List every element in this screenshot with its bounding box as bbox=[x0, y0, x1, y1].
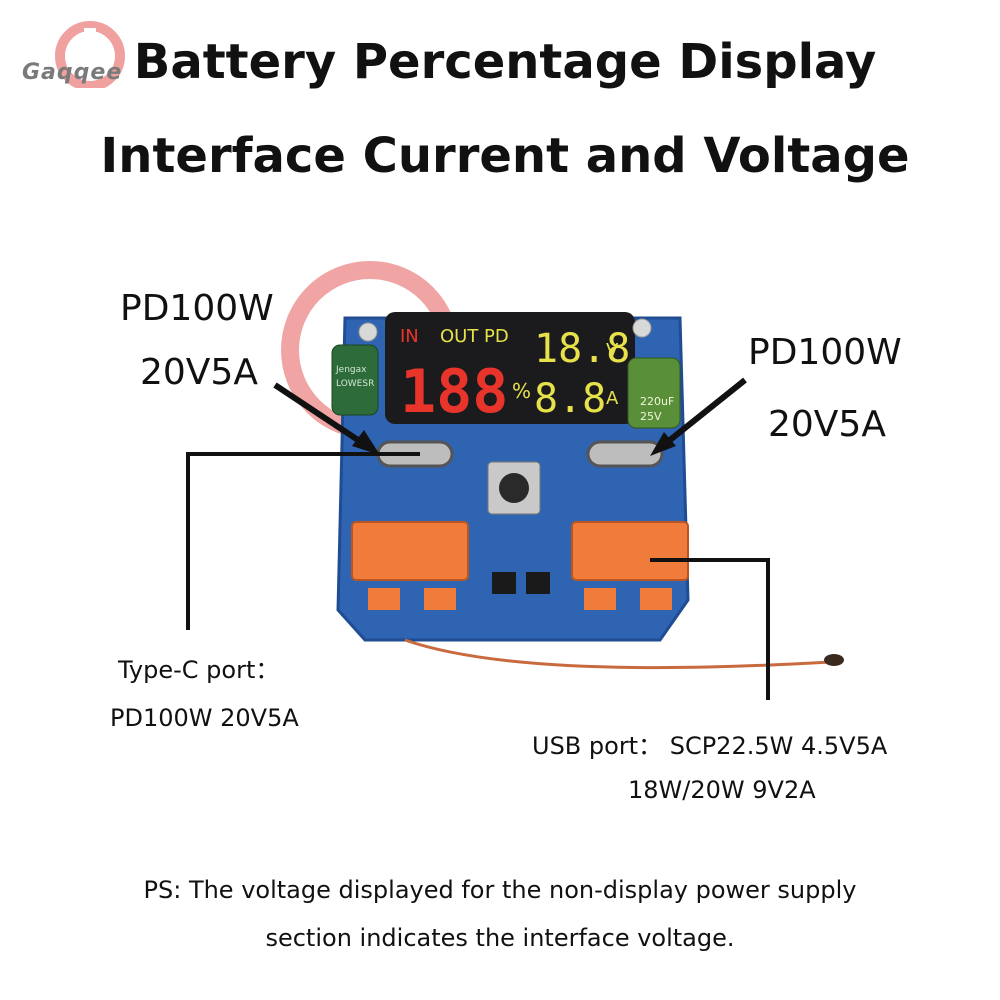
display-pd-label: PD bbox=[484, 326, 509, 347]
capacitor-left-icon bbox=[331, 344, 379, 416]
thermistor-probe-icon bbox=[824, 654, 844, 666]
footnote-line-2: section indicates the interface voltage. bbox=[265, 924, 735, 952]
display-voltage-digits: 18.8 bbox=[534, 326, 630, 372]
type-c-leader-line bbox=[186, 452, 420, 630]
capacitor-left-label-1: Jengax bbox=[335, 365, 367, 375]
chip-icon bbox=[526, 572, 550, 594]
mount-hole-icon bbox=[632, 318, 652, 338]
display-current-unit: A bbox=[606, 388, 619, 409]
display-voltage-unit: V bbox=[606, 340, 619, 361]
usb-note-line-2: 18W/20W 9V2A bbox=[628, 776, 816, 804]
push-button-cap-icon bbox=[499, 473, 529, 503]
usb-note-line-1: USB port： SCP22.5W 4.5V5A bbox=[532, 732, 888, 760]
usb-tab-icon bbox=[584, 588, 616, 610]
display-percent-digits: 188 bbox=[400, 357, 508, 427]
brand-logo-icon bbox=[55, 21, 125, 88]
chip-icon bbox=[492, 572, 516, 594]
left-callout-spec: 20V5A bbox=[140, 352, 258, 393]
brand-logo-text: Gaqqee bbox=[22, 60, 123, 85]
thermistor-wire bbox=[404, 638, 831, 670]
display-current-digits: 8.8 bbox=[534, 376, 606, 422]
capacitor-right-label-2: 25V bbox=[640, 410, 662, 423]
left-callout-arrow bbox=[273, 382, 372, 451]
right-callout-arrow bbox=[658, 377, 747, 451]
type-c-port-right-icon bbox=[586, 440, 664, 468]
capacitor-right-icon bbox=[627, 357, 681, 429]
capacitor-left-label-2: LOWESR bbox=[336, 379, 374, 389]
usb-leader-line bbox=[650, 558, 770, 700]
usb-tab-icon bbox=[640, 588, 672, 610]
usb-a-port-right-icon bbox=[571, 521, 689, 581]
display-in-label: IN bbox=[400, 326, 419, 347]
left-callout-power: PD100W bbox=[120, 288, 274, 329]
capacitor-right-label-1: 220uF bbox=[640, 395, 674, 408]
usb-a-port-left-icon bbox=[351, 521, 469, 581]
footnote-line-1: PS: The voltage displayed for the non-di… bbox=[143, 876, 857, 904]
right-callout-spec: 20V5A bbox=[768, 404, 886, 445]
right-callout-power: PD100W bbox=[748, 332, 902, 373]
typec-note-spec: PD100W 20V5A bbox=[110, 704, 299, 732]
usb-tab-icon bbox=[424, 588, 456, 610]
title-line-2: Interface Current and Voltage bbox=[100, 128, 910, 184]
mount-hole-icon bbox=[358, 322, 378, 342]
right-arrow-head-icon bbox=[650, 432, 676, 456]
title-line-1: Battery Percentage Display bbox=[133, 34, 877, 90]
left-arrow-head-icon bbox=[352, 430, 380, 455]
lcd-display bbox=[385, 312, 635, 424]
typec-note-title: Type-C port： bbox=[118, 656, 280, 684]
usb-tab-icon bbox=[368, 588, 400, 610]
display-percent-sign: % bbox=[512, 379, 531, 403]
display-out-label: OUT bbox=[440, 326, 479, 347]
